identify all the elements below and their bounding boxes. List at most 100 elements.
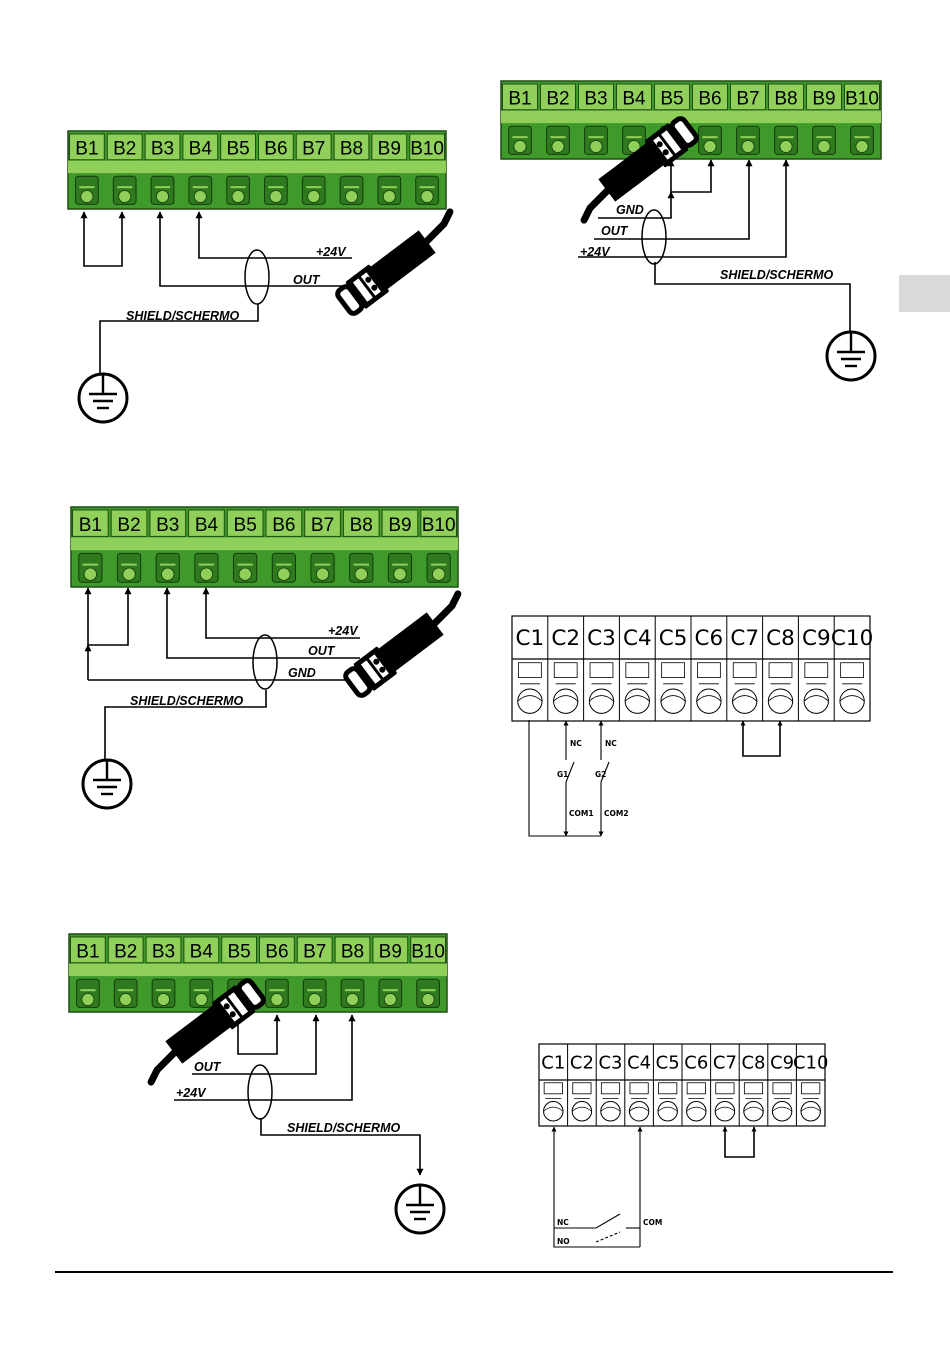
sensor-icon <box>334 206 466 317</box>
terminal-b8: B8 <box>342 509 380 583</box>
terminal-label: B8 <box>341 941 364 962</box>
terminal-label: C10 <box>793 1052 828 1073</box>
terminal-label: B6 <box>698 88 721 109</box>
terminal-label: C3 <box>587 626 616 651</box>
terminal-label: C1 <box>516 626 545 651</box>
terminal-label: B7 <box>736 88 759 109</box>
terminal-label: B1 <box>76 941 99 962</box>
wire-label: SHIELD/SCHERMO <box>126 309 239 323</box>
terminal-b1: B1 <box>502 83 538 155</box>
terminal-b8: B8 <box>333 133 370 205</box>
terminal-c8: C8 <box>738 1044 766 1126</box>
terminal-label: B1 <box>75 138 98 159</box>
terminal-b3: B3 <box>145 936 182 1008</box>
switch-label: G2 <box>595 770 606 779</box>
terminal-label: B1 <box>508 88 531 109</box>
terminal-c10: C10 <box>793 1044 828 1126</box>
terminal-label: C3 <box>598 1052 622 1073</box>
wire-label: OUT <box>293 273 321 287</box>
switch-label: NO <box>557 1237 570 1246</box>
terminal-label: B7 <box>303 941 326 962</box>
terminal-b2: B2 <box>107 936 144 1008</box>
terminal-label: B6 <box>272 515 295 536</box>
terminal-label: C5 <box>656 1052 680 1073</box>
terminal-b2: B2 <box>110 509 148 583</box>
terminal-b3: B3 <box>144 133 181 205</box>
terminal-b7: B7 <box>730 83 766 155</box>
terminal-label: B2 <box>114 941 137 962</box>
wire-label: OUT <box>194 1060 222 1074</box>
terminal-c8: C8 <box>762 616 795 721</box>
terminal-b6: B6 <box>258 133 294 205</box>
terminal-label: C2 <box>570 1052 594 1073</box>
terminal-b6: B6 <box>259 936 295 1008</box>
terminal-c9: C9 <box>797 616 831 721</box>
wire-label: GND <box>288 666 316 680</box>
wire-label: +24V <box>580 245 611 259</box>
terminal-c6: C6 <box>690 616 723 721</box>
terminal-label: B10 <box>422 515 456 536</box>
terminal-label: B8 <box>774 88 797 109</box>
terminal-b2: B2 <box>106 133 143 205</box>
sensor-icon <box>342 588 474 699</box>
terminal-b9: B9 <box>371 133 408 205</box>
terminal-c9: C9 <box>767 1044 794 1126</box>
terminal-b3: B3 <box>578 83 614 155</box>
terminal-label: B2 <box>546 88 569 109</box>
terminal-label: B5 <box>234 515 257 536</box>
terminal-label: C10 <box>831 626 873 651</box>
terminal-label: C7 <box>713 1052 737 1073</box>
terminal-b2: B2 <box>540 83 576 155</box>
terminal-label: B3 <box>156 515 179 536</box>
terminal-c4: C4 <box>624 1044 651 1126</box>
terminal-b9: B9 <box>372 936 409 1008</box>
terminal-label: B4 <box>189 138 213 159</box>
terminal-label: B9 <box>812 88 835 109</box>
terminal-c3: C3 <box>595 1044 623 1126</box>
terminal-label: B4 <box>622 88 646 109</box>
switch-label: COM1 <box>569 809 594 818</box>
wire-label: +24V <box>316 245 347 259</box>
wire-label: GND <box>616 203 644 217</box>
terminal-label: B2 <box>117 515 140 536</box>
terminal-label: B4 <box>190 941 214 962</box>
terminal-b4: B4 <box>183 936 220 1008</box>
switch-label: COM2 <box>604 809 629 818</box>
terminal-b9: B9 <box>381 509 419 583</box>
terminal-label: B10 <box>845 88 879 109</box>
terminal-label: C8 <box>741 1052 765 1073</box>
terminal-c4: C4 <box>618 616 652 721</box>
terminal-label: B10 <box>410 138 444 159</box>
terminal-b10: B10 <box>844 83 880 155</box>
terminal-label: C8 <box>766 626 795 651</box>
wire-label: SHIELD/SCHERMO <box>720 268 833 282</box>
terminal-label: B10 <box>411 941 445 962</box>
terminal-b1: B1 <box>70 936 106 1008</box>
terminal-b1: B1 <box>72 509 109 583</box>
terminal-label: B2 <box>113 138 136 159</box>
ground-icon <box>77 372 129 424</box>
terminal-label: B3 <box>151 138 174 159</box>
wire-label: OUT <box>308 644 336 658</box>
terminal-label: C6 <box>684 1052 708 1073</box>
terminal-b7: B7 <box>295 133 332 205</box>
terminal-c5: C5 <box>652 1044 680 1126</box>
wire-label: +24V <box>176 1086 207 1100</box>
terminal-label: C1 <box>541 1052 565 1073</box>
terminal-label: B3 <box>152 941 175 962</box>
terminal-b10: B10 <box>420 509 457 583</box>
terminal-label: B4 <box>195 515 219 536</box>
wire-label: +24V <box>328 624 359 638</box>
ground-icon <box>81 758 133 810</box>
terminal-label: B9 <box>379 941 402 962</box>
terminal-c5: C5 <box>654 616 687 721</box>
terminal-b7: B7 <box>304 509 341 583</box>
terminal-label: C2 <box>551 626 580 651</box>
terminal-b6: B6 <box>692 83 728 155</box>
terminal-label: B1 <box>79 515 102 536</box>
terminal-b5: B5 <box>226 509 264 583</box>
